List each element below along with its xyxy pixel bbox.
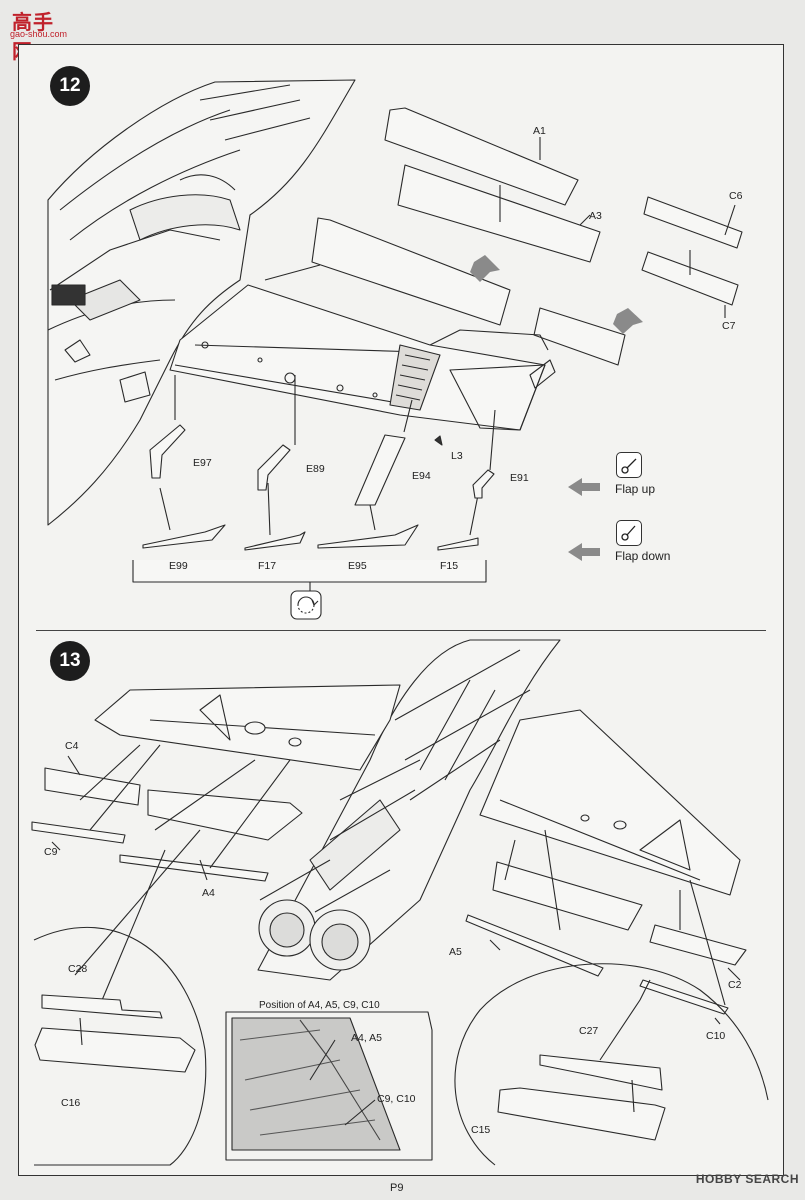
fuselage-step12: [47, 79, 356, 526]
step-divider: [36, 630, 766, 631]
part-label-c9: C9: [44, 846, 58, 858]
step-12-badge: 12: [50, 66, 90, 106]
part-label-l3: L3: [451, 450, 463, 462]
wings-step13: [94, 684, 741, 896]
part-label-e94: E94: [412, 470, 431, 482]
detail-circles: [33, 926, 769, 1166]
guide-lines-step12: [159, 137, 736, 536]
part-label-c10: C10: [706, 1030, 726, 1042]
part-label-c2: C2: [728, 979, 742, 991]
flap-parts-step13: [31, 767, 747, 1015]
page-number: P9: [390, 1182, 404, 1194]
step-13-badge: 13: [50, 641, 90, 681]
part-label-a3: A3: [589, 210, 602, 222]
part-label-c6: C6: [729, 190, 743, 202]
part-label-c16: C16: [61, 1097, 81, 1109]
hinge-parts-step12: [149, 424, 495, 506]
inset-label-c9-c10: C9, C10: [377, 1093, 416, 1105]
detail-parts: [34, 994, 666, 1141]
fuselage-step13: [257, 639, 561, 981]
part-label-c27: C27: [579, 1025, 599, 1037]
flap-down-icon: [616, 520, 642, 546]
down-arrow-icon: [470, 255, 643, 561]
inset-box: [225, 1011, 433, 1161]
watermark-url: gao-shou.com: [10, 29, 68, 39]
flap-up-label: Flap up: [615, 482, 656, 496]
rotate-icon: [290, 590, 322, 620]
source-watermark: HOBBY SEARCH: [695, 1172, 799, 1186]
inset-title: Position of A4, A5, C9, C10: [259, 1000, 380, 1011]
wing-step12: [169, 284, 556, 431]
part-label-e99: E99: [169, 560, 188, 572]
part-label-a4: A4: [202, 887, 215, 899]
part-label-e91: E91: [510, 472, 529, 484]
part-label-e89: E89: [306, 463, 325, 475]
part-label-a5: A5: [449, 946, 462, 958]
part-label-f17: F17: [258, 560, 277, 572]
guide-lines-step13: [51, 744, 741, 1061]
inset-label-a4-a5: A4, A5: [351, 1032, 382, 1044]
part-label-a1: A1: [533, 125, 546, 137]
part-label-e95: E95: [348, 560, 367, 572]
part-label-c28: C28: [68, 963, 88, 975]
brackets-step12: [132, 524, 487, 592]
part-label-c4: C4: [65, 740, 79, 752]
flap-parts-step12: [311, 107, 743, 366]
part-label-f15: F15: [440, 560, 459, 572]
part-label-c7: C7: [722, 320, 736, 332]
flap-down-label: Flap down: [615, 549, 671, 563]
part-label-e97: E97: [193, 457, 212, 469]
part-label-c15: C15: [471, 1124, 491, 1136]
flap-up-icon: [616, 452, 642, 478]
